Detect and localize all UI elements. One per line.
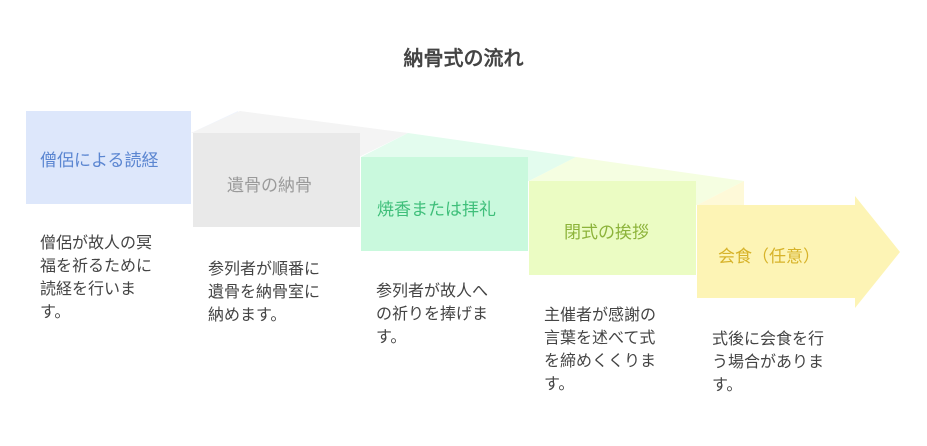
- step-4-description: 主催者が感謝の 言葉を述べて式 を締めくくりま す。: [544, 305, 657, 393]
- step-1-label: 僧侶による読経: [40, 151, 159, 171]
- step-5-label: 会食（任意）: [718, 247, 820, 267]
- step-2-label: 遺骨の納骨: [227, 176, 312, 196]
- step-2-description: 参列者が順番に 遺骨を納骨室に 納めます。: [208, 259, 321, 324]
- step-4-block: [529, 181, 696, 275]
- diagram-title: 納骨式の流れ: [403, 46, 524, 70]
- step-1-description: 僧侶が故人の冥 福を祈るために 読経を行いま す。: [40, 233, 153, 321]
- step-4-label: 閉式の挨拶: [564, 223, 649, 243]
- step-5-arrow: [697, 196, 900, 308]
- step-2-block: [193, 133, 360, 227]
- step-3-label: 焼香または拝礼: [377, 200, 496, 220]
- step-3-description: 参列者が故人へ の祈りを捧げま す。: [376, 281, 489, 346]
- step-5-fold-top: [697, 181, 744, 205]
- step-5-description: 式後に会食を行 う場合がありま す。: [712, 329, 825, 394]
- step-3-block: [361, 157, 528, 251]
- step-1-block: [26, 111, 191, 204]
